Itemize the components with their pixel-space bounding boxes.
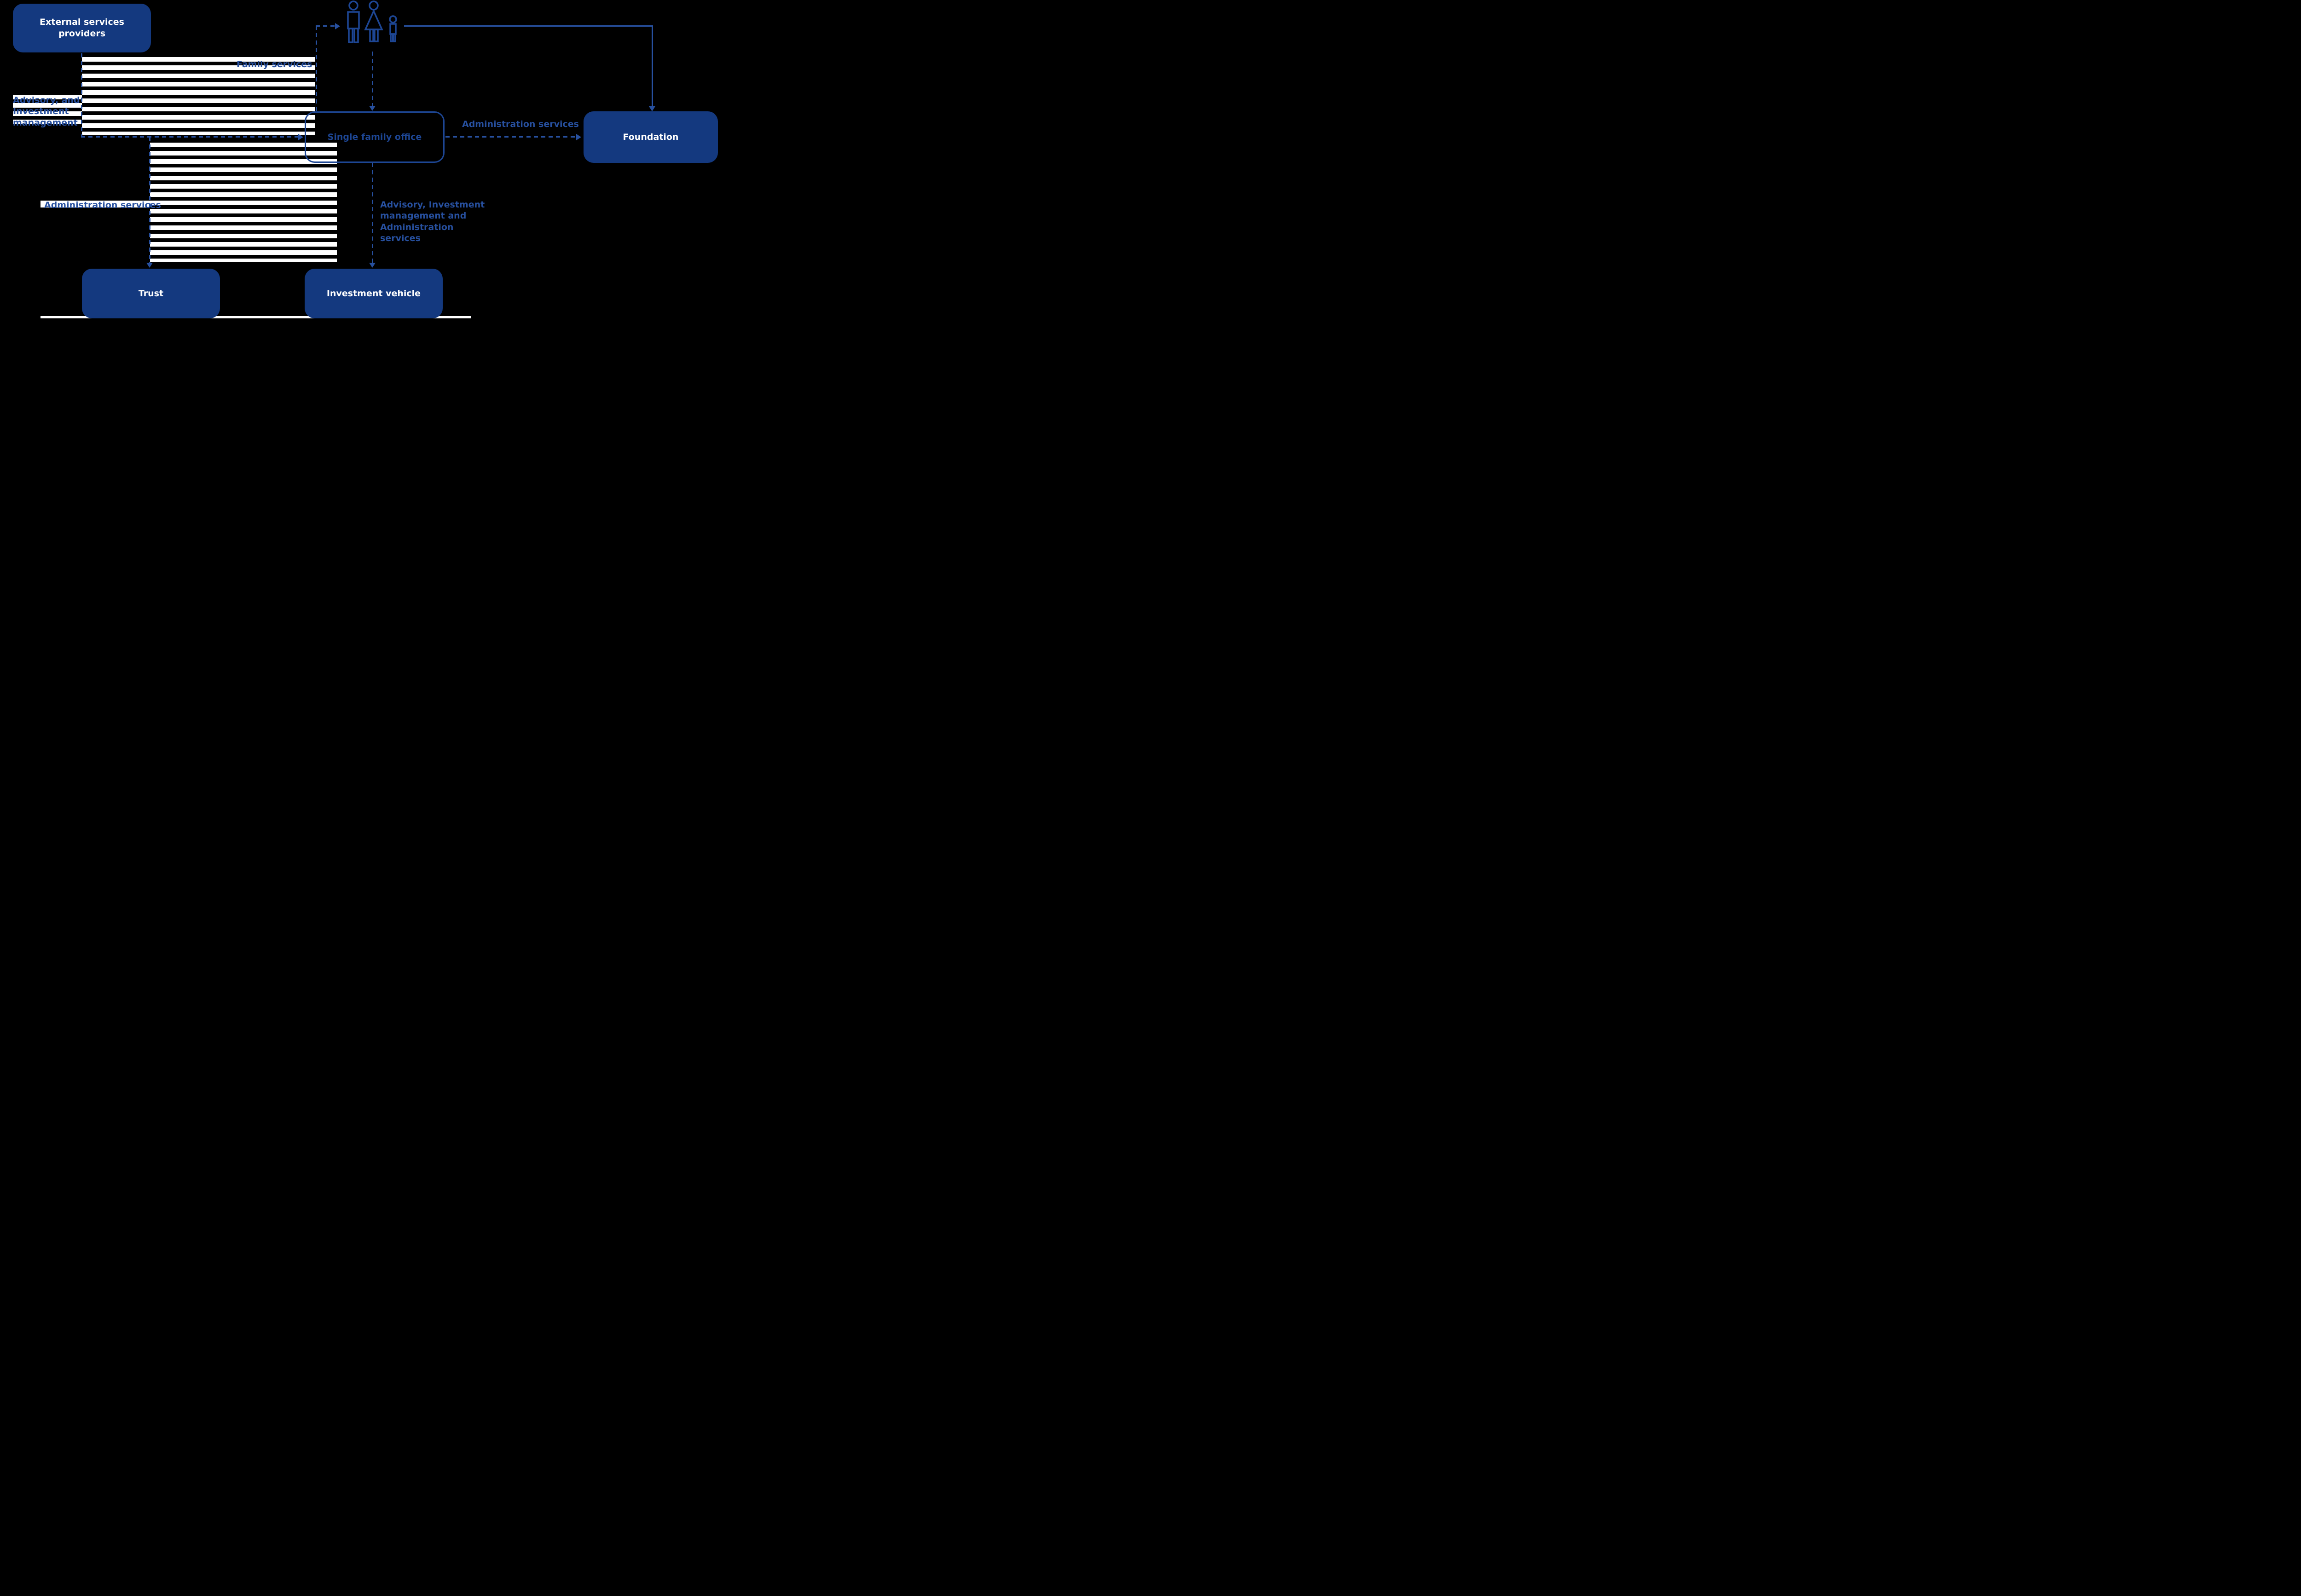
node-single-family-office: Single family office (305, 111, 445, 163)
arrow-family-services-vertical (316, 26, 317, 111)
arrowhead-into-foundation-top (649, 106, 655, 111)
stripe-pattern-advisory (13, 95, 82, 124)
edge-label-administration-right: Administration services (462, 119, 579, 129)
arrow-sfo-to-investment (372, 163, 373, 263)
edge-label-family-services: Family services (237, 59, 312, 69)
node-sfo-label: Single family office (327, 132, 422, 142)
node-investment-vehicle: Investment vehicle (305, 269, 443, 318)
arrowhead-into-investment-top (369, 263, 376, 268)
arrow-sfo-to-foundation (445, 136, 577, 138)
family-icon (347, 0, 397, 43)
stripe-admin-left (40, 201, 150, 207)
arrow-to-trust (149, 137, 150, 263)
stripe-pattern-top (82, 57, 315, 135)
edge-label-administration-left: Administration services (44, 200, 161, 210)
arrowhead-into-trust-top (146, 263, 153, 268)
node-trust: Trust (82, 269, 220, 318)
node-trust-label: Trust (138, 288, 164, 299)
stripe-pattern-middle (150, 143, 337, 262)
arrow-family-services-horizontal (316, 25, 336, 27)
edge-label-advisory-investment: Advisory, and Investment management (13, 95, 80, 128)
node-foundation: Foundation (584, 111, 718, 163)
arrowhead-into-family (335, 23, 340, 29)
arrow-family-to-foundation-vertical (652, 25, 653, 107)
edge-label-advisory-investment-admin: Advisory, Investment management and Admi… (380, 200, 485, 243)
arrow-external-to-sfo-vertical (81, 53, 82, 137)
arrow-family-to-foundation-horizontal (404, 25, 653, 27)
arrowhead-into-foundation-left (576, 134, 581, 140)
node-external-label: External services providers (40, 17, 124, 39)
node-investment-label: Investment vehicle (326, 288, 421, 299)
stripe-bottom (40, 316, 471, 318)
arrowhead-into-sfo-top (369, 106, 376, 111)
diagram-canvas: Family services Advisory, and Investment… (0, 0, 723, 319)
node-foundation-label: Foundation (623, 132, 679, 142)
arrow-family-to-sfo (372, 52, 373, 106)
arrowhead-into-sfo-left (298, 134, 303, 140)
node-external-services-providers: External services providers (13, 4, 151, 52)
arrow-external-to-sfo-horizontal (81, 136, 299, 138)
